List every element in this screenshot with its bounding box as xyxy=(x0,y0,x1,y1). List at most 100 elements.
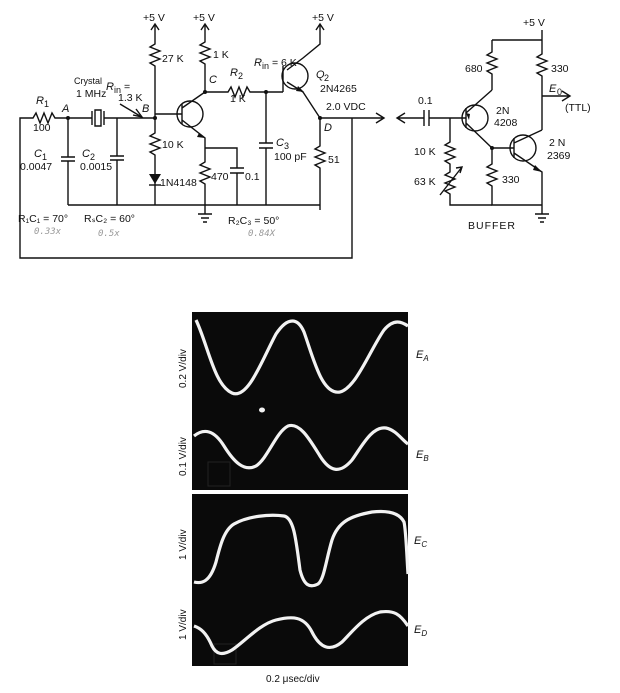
diode-symbol xyxy=(149,174,161,184)
label-ttl: (TTL) xyxy=(565,102,591,114)
resistor-330-bottom xyxy=(485,158,542,206)
phase-label-2: RₛC₂ = 60° xyxy=(84,213,135,225)
ground-symbol-buffer xyxy=(535,205,549,223)
label-c3: C xyxy=(276,137,284,149)
resistor-bias-chain xyxy=(443,118,492,206)
label-330-top: 330 xyxy=(551,63,569,75)
buffer-schematic: +5 V 680 330 E 0 (TTL) 0.1 2N 4208 10 K … xyxy=(395,17,591,232)
label-c1-sub: 1 xyxy=(42,152,47,162)
label-rin2-value: = 6 K xyxy=(272,57,297,69)
label-63k: 63 K xyxy=(414,176,436,188)
label-q2-sub: 2 xyxy=(324,73,329,83)
label-eo-sub: 0 xyxy=(557,87,562,97)
feedback-wire xyxy=(19,118,353,259)
label-680: 680 xyxy=(465,63,483,75)
scale-label-c: 1 V/div xyxy=(178,529,189,560)
label-330-bottom: 330 xyxy=(502,174,520,186)
label-q-b2: 2369 xyxy=(547,150,571,162)
label-q2: Q xyxy=(316,69,325,81)
label-q-a: 2N xyxy=(496,105,509,117)
label-1k-collector: 1 K xyxy=(213,49,229,61)
buffer-supply-label: +5 V xyxy=(523,17,545,29)
label-vdc: 2.0 VDC xyxy=(326,101,366,113)
buffer-input-cap xyxy=(423,110,462,126)
label-r2-sub: 2 xyxy=(238,71,243,81)
scale-label-d: 1 V/div xyxy=(178,609,189,640)
label-r1-value: 100 xyxy=(33,122,51,134)
transistor-q1 xyxy=(155,91,206,144)
label-q-b: 2 N xyxy=(549,137,565,149)
eo-arrow xyxy=(542,90,572,102)
label-27k: 27 K xyxy=(162,53,184,65)
phase-label-3: R₂C₃ = 50° xyxy=(228,215,279,227)
label-buffer-cap: 0.1 xyxy=(418,95,433,107)
capacitor-bypass xyxy=(205,147,244,205)
label-rin2-sub: in xyxy=(262,61,269,71)
crystal-symbol xyxy=(86,109,155,127)
supply-arrow-2 xyxy=(200,22,210,38)
resistor-680 xyxy=(485,40,499,90)
handwritten-note-1: 0.33x xyxy=(34,227,62,237)
scale-label-a: 0.2 V/div xyxy=(178,349,189,388)
scope-panel-bottom xyxy=(192,494,410,666)
trace-ec xyxy=(193,509,410,588)
node-d: D xyxy=(324,122,332,134)
pot-arrow xyxy=(439,166,464,196)
ground-symbol-1 xyxy=(198,205,212,223)
label-c3-sub: 3 xyxy=(284,141,289,151)
scale-label-b: 0.1 V/div xyxy=(178,437,189,476)
resistor-470 xyxy=(198,144,212,205)
label-rin: R xyxy=(106,81,114,93)
label-crystal: Crystal xyxy=(74,76,102,86)
oscillator-schematic: +5 V +5 V +5 V 27 K 1 K 10 K 1N4148 470 … xyxy=(18,12,386,259)
transistor-q2 xyxy=(281,36,321,119)
supply-label-2: +5 V xyxy=(193,12,215,24)
label-r2-value: 1 K xyxy=(230,93,246,105)
time-scale-label: 0.2 μsec/div xyxy=(266,674,320,685)
supply-arrow-1 xyxy=(150,22,160,38)
label-r1: R xyxy=(36,95,44,107)
transistor-2n4208 xyxy=(461,89,493,149)
scope-screen-top xyxy=(192,312,408,490)
transistor-2369 xyxy=(506,129,543,205)
label-q2-part: 2N4265 xyxy=(320,83,357,95)
trace-eb xyxy=(193,423,409,471)
buffer-node-dot xyxy=(490,146,494,150)
phase-label-1: R₁C₁ = 70° xyxy=(18,213,68,225)
supply-label-3: +5 V xyxy=(312,12,334,24)
label-eo: E xyxy=(549,83,557,95)
label-rin2: R xyxy=(254,57,262,69)
scope-graticule-mark-bottom xyxy=(213,643,237,665)
label-51: 51 xyxy=(328,154,340,166)
resistor-10k-bias xyxy=(148,118,162,170)
buffer-node-wire xyxy=(491,147,506,158)
label-470: 470 xyxy=(211,171,229,183)
scope-panel-top xyxy=(192,312,409,490)
label-diode: 1N4148 xyxy=(160,177,197,189)
buffer-input-arrow xyxy=(395,112,424,124)
handwritten-note-2: 0.5x xyxy=(98,229,120,239)
resistor-r2 xyxy=(205,85,283,99)
label-c3-value: 100 pF xyxy=(274,151,307,163)
label-rin-value: 1.3 K xyxy=(118,92,143,104)
handwritten-note-3: 0.84X xyxy=(248,229,276,239)
label-c2: C xyxy=(82,148,90,160)
label-crystal-freq: 1 MHz xyxy=(76,88,106,100)
resistor-r1 xyxy=(19,111,86,210)
signal-label-eb: EB xyxy=(416,449,429,463)
label-buffer-10k: 10 K xyxy=(414,146,436,158)
resistor-330-top xyxy=(535,40,549,130)
rin-arrow xyxy=(119,103,144,119)
capacitor-c3 xyxy=(259,92,273,205)
supply-arrow-3 xyxy=(315,22,325,36)
buffer-title: BUFFER xyxy=(468,220,516,232)
label-10k-bias: 10 K xyxy=(162,139,184,151)
buffer-supply-bus xyxy=(492,30,543,41)
label-c2-value: 0.0015 xyxy=(80,161,112,173)
signal-label-ea: EA xyxy=(416,349,429,363)
label-c2-sub: 2 xyxy=(90,152,95,162)
trace-artifact xyxy=(259,407,265,413)
label-rin-sub: in xyxy=(114,85,121,95)
label-r2: R xyxy=(230,67,238,79)
